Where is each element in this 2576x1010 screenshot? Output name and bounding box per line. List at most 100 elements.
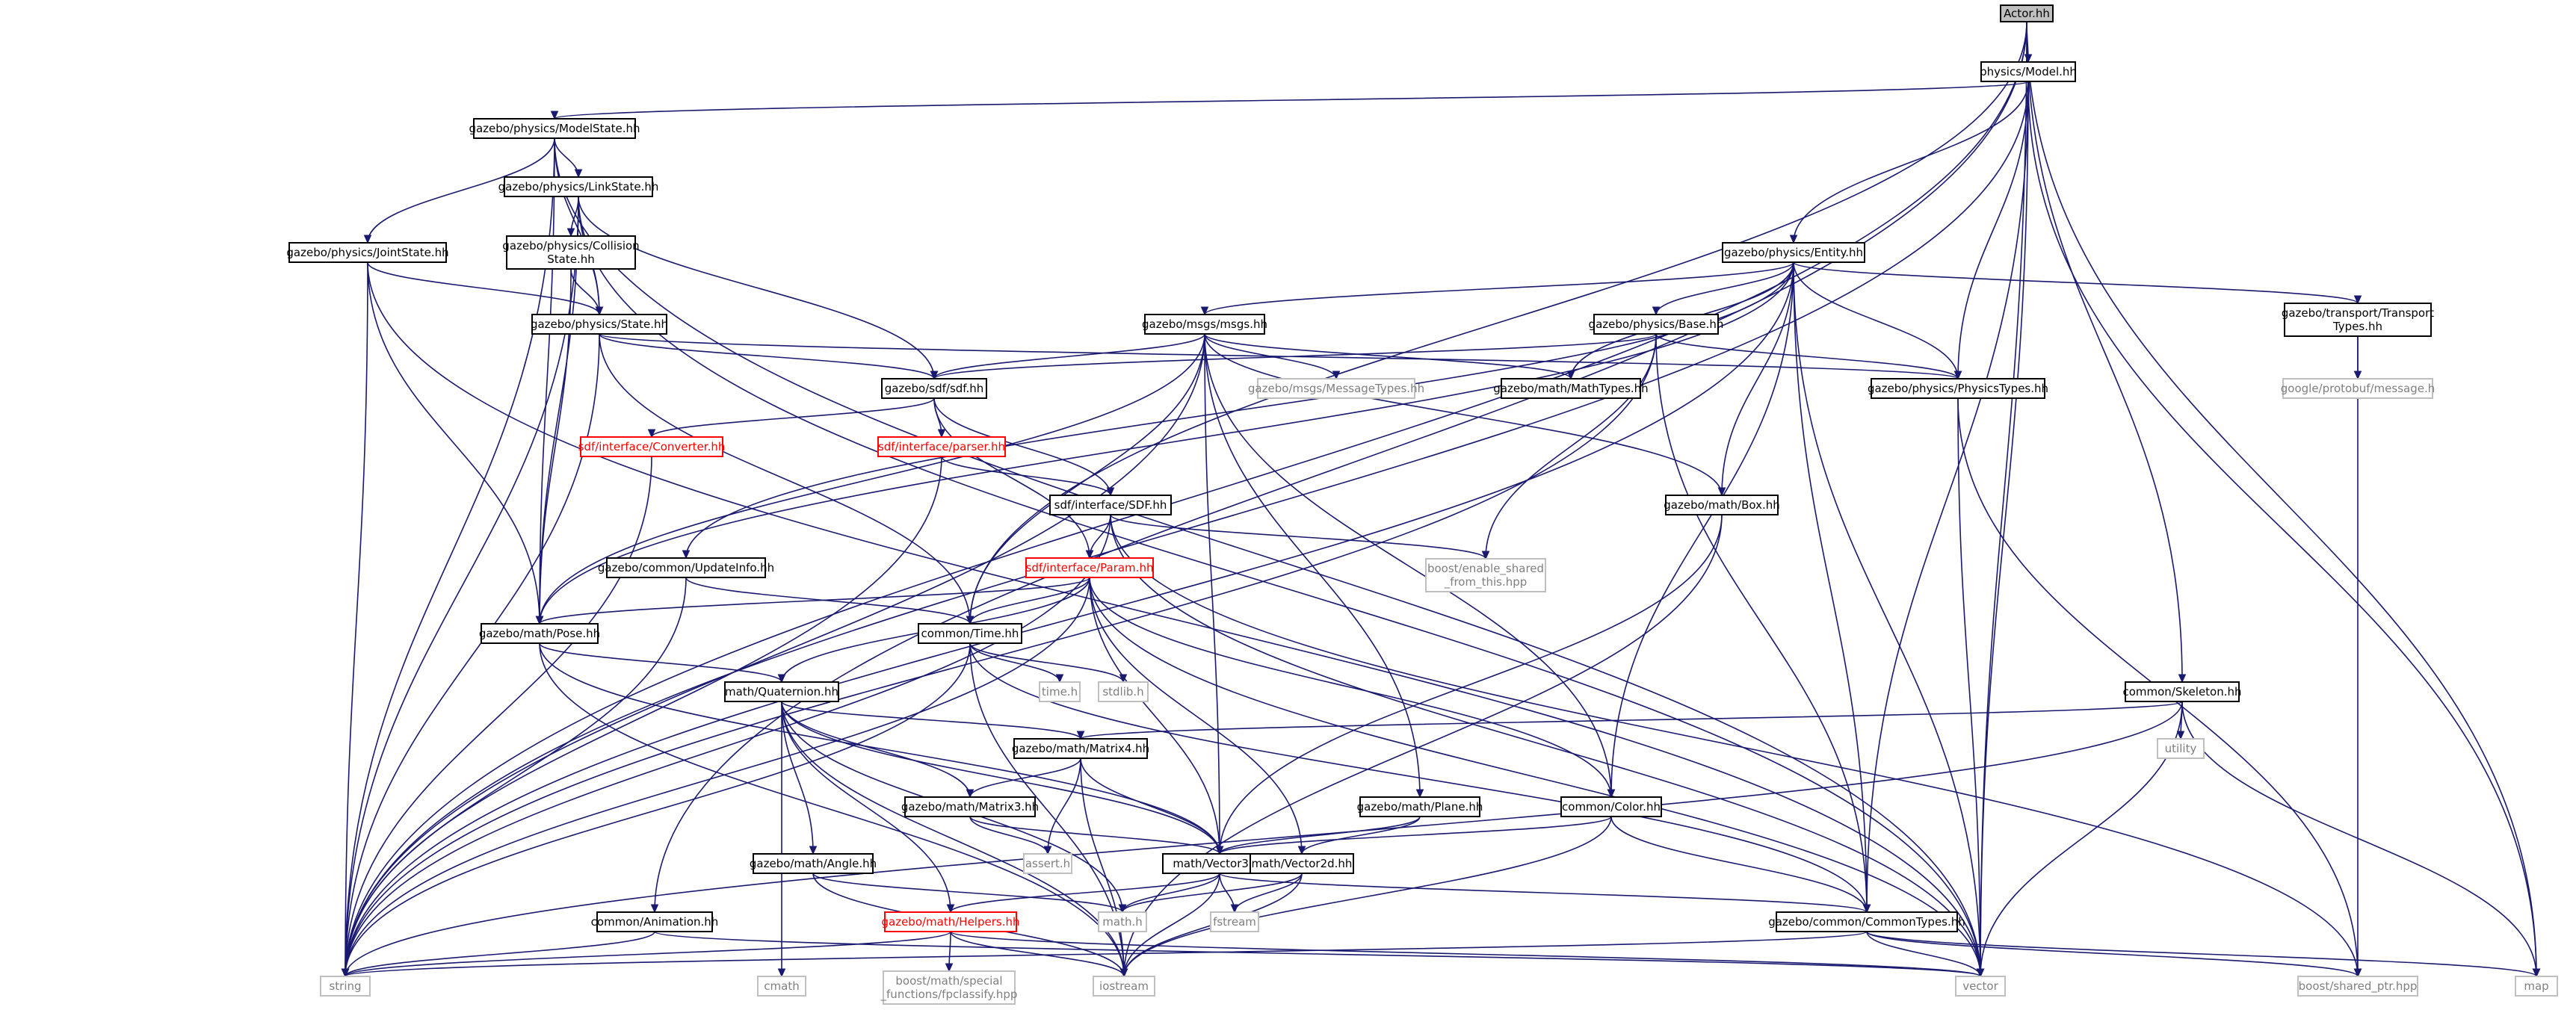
node-physicstypes[interactable]: gazebo/physics/PhysicsTypes.hh <box>1868 378 2048 399</box>
node-box <box>320 976 371 997</box>
node-box <box>1039 681 1081 702</box>
edge-param-to-pose <box>539 577 1090 625</box>
arrowhead-entity-to-msgs <box>1200 306 1209 316</box>
arrowhead-vector3-to-commontypes <box>1862 904 1871 914</box>
node-base[interactable]: gazebo/physics/Base.hh <box>1589 314 1724 335</box>
edge-sdfhh-to-param <box>933 397 1090 559</box>
node-matrix4[interactable]: gazebo/math/Matrix4.hh <box>1012 738 1149 759</box>
node-converter[interactable]: sdf/interface/Converter.hh <box>578 436 726 457</box>
edge-base-to-sdfhh <box>933 333 1657 379</box>
node-state[interactable]: gazebo/physics/State.hh <box>531 314 668 335</box>
node-matrix3[interactable]: gazebo/math/Matrix3.hh <box>901 796 1039 817</box>
edge-converter-to-string <box>345 456 652 977</box>
node-label: gazebo/common/CommonTypes.hh <box>1768 915 1965 929</box>
edge-pose-to-quaternion <box>539 642 782 683</box>
edge-animation-to-vector <box>654 931 1981 977</box>
edge-actor-to-animation <box>654 21 2027 913</box>
edge-param-to-time <box>969 577 1090 625</box>
node-box <box>1955 976 2006 997</box>
node-label: physics/Model.hh <box>1980 65 2077 78</box>
arrowhead-msgs-to-box <box>1717 487 1726 497</box>
node-plane[interactable]: gazebo/math/Plane.hh <box>1357 796 1483 817</box>
node-label: gazebo/physics/JointState.hh <box>286 246 448 259</box>
node-vector2d[interactable]: math/Vector2d.hh <box>1250 853 1354 874</box>
arrowhead-helpers-to-fpclassify <box>945 963 954 973</box>
node-skeleton[interactable]: common/Skeleton.hh <box>2122 681 2242 702</box>
edge-parser-to-string <box>345 456 942 977</box>
node-box <box>2125 681 2240 702</box>
node-param[interactable]: sdf/interface/Param.hh <box>1025 557 1154 578</box>
arrowhead-sdfhh-to-converter <box>647 429 656 439</box>
arrowhead-actor-to-skeleton <box>2178 674 2187 684</box>
edge-vector3-to-iostream <box>1123 873 1220 977</box>
node-box <box>1257 378 1415 399</box>
node-box <box>884 911 1017 932</box>
node-linkstate[interactable]: gazebo/physics/LinkState.hh <box>498 176 659 197</box>
edge-helpers-to-vector <box>950 931 1981 977</box>
node-label: common/Animation.hh <box>591 915 719 929</box>
arrowhead-sdfif-to-param <box>1085 550 1094 560</box>
node-mathtypes[interactable]: gazebo/math/MathTypes.hh <box>1493 378 1649 399</box>
node-pose[interactable]: gazebo/math/Pose.hh <box>479 623 600 644</box>
node-time[interactable]: common/Time.hh <box>918 623 1022 644</box>
node-msgs[interactable]: gazebo/msgs/msgs.hh <box>1142 314 1267 335</box>
edge-sdfif-to-vector <box>1110 514 1981 977</box>
node-label: stdlib.h <box>1102 685 1143 698</box>
node-box[interactable]: gazebo/math/Box.hh <box>1664 495 1780 515</box>
node-quaternion[interactable]: math/Quaternion.hh <box>724 681 839 702</box>
node-label: gazebo/physics/PhysicsTypes.hh <box>1868 382 2048 395</box>
node-parser[interactable]: sdf/interface/parser.hh <box>877 436 1006 457</box>
edge-plane-to-vector3 <box>1219 816 1421 855</box>
edge-jointstate-to-pose <box>367 261 540 625</box>
arrowhead-color-to-vector3 <box>1215 846 1224 855</box>
node-sdfhh[interactable]: gazebo/sdf/sdf.hh <box>881 378 987 399</box>
node-helpers[interactable]: gazebo/math/Helpers.hh <box>881 911 1020 932</box>
node-commontypes[interactable]: gazebo/common/CommonTypes.hh <box>1768 911 1965 932</box>
arrowhead-vector2d-to-fstream <box>1230 904 1239 914</box>
edge-sdfif-to-string <box>345 514 1111 977</box>
arrowhead-quaternion-to-matrix4 <box>1076 731 1085 740</box>
node-label: vector <box>1962 979 1998 993</box>
node-box <box>2515 976 2558 997</box>
node-label: math/Vector3.hh <box>1173 857 1266 870</box>
node-animation[interactable]: common/Animation.hh <box>591 911 719 932</box>
node-utility: utility <box>2157 738 2205 759</box>
edge-matrix4-to-vector3 <box>1080 758 1220 855</box>
node-angle[interactable]: gazebo/math/Angle.hh <box>750 853 877 874</box>
node-modelstate[interactable]: gazebo/physics/ModelState.hh <box>469 118 640 139</box>
edge-matrix4-to-matrix3 <box>969 758 1081 798</box>
edge-msgs-to-box <box>1204 333 1723 496</box>
node-box <box>881 378 987 399</box>
node-label: gazebo/sdf/sdf.hh <box>885 382 984 395</box>
node-model[interactable]: physics/Model.hh <box>1980 61 2077 82</box>
edge-quaternion-to-vector3 <box>781 701 1220 855</box>
arrowhead-skeleton-to-utility <box>2176 731 2185 740</box>
node-label: boost/enable_shared <box>1427 562 1544 576</box>
node-label: sdf/interface/Converter.hh <box>578 440 726 453</box>
edge-skeleton-to-string <box>345 701 2183 977</box>
edge-entity-to-base <box>1655 261 1794 315</box>
node-box <box>2000 4 2054 22</box>
arrowhead-commontypes-to-map <box>2532 968 2541 978</box>
node-mathh: math.h <box>1098 911 1147 932</box>
node-actor[interactable]: Actor.hh <box>2000 4 2054 22</box>
arrowhead-modelstate-to-jointstate <box>363 235 372 244</box>
edge-matrix3-to-asserth <box>969 816 1048 855</box>
edge-linkstate-to-sdfhh <box>578 196 935 379</box>
node-color[interactable]: common/Color.hh <box>1560 796 1662 817</box>
node-label: gazebo/msgs/msgs.hh <box>1142 317 1267 331</box>
edge-entity-to-physicstypes <box>1793 261 1959 379</box>
node-sdfif[interactable]: sdf/interface/SDF.hh <box>1049 495 1172 515</box>
node-fstream: fstream <box>1210 911 1259 932</box>
arrowhead-vector3-to-helpers <box>946 904 955 914</box>
node-updateinfo[interactable]: gazebo/common/UpdateInfo.hh <box>598 557 774 578</box>
node-box <box>1049 495 1172 515</box>
node-jointstate[interactable]: gazebo/physics/JointState.hh <box>286 242 449 263</box>
node-box <box>877 436 1006 457</box>
node-entity[interactable]: gazebo/physics/Entity.hh <box>1722 242 1865 263</box>
arrowhead-time-to-stdlib <box>1119 674 1128 684</box>
edge-updateinfo-to-time <box>685 577 971 625</box>
edge-time-to-timeh <box>969 642 1060 683</box>
